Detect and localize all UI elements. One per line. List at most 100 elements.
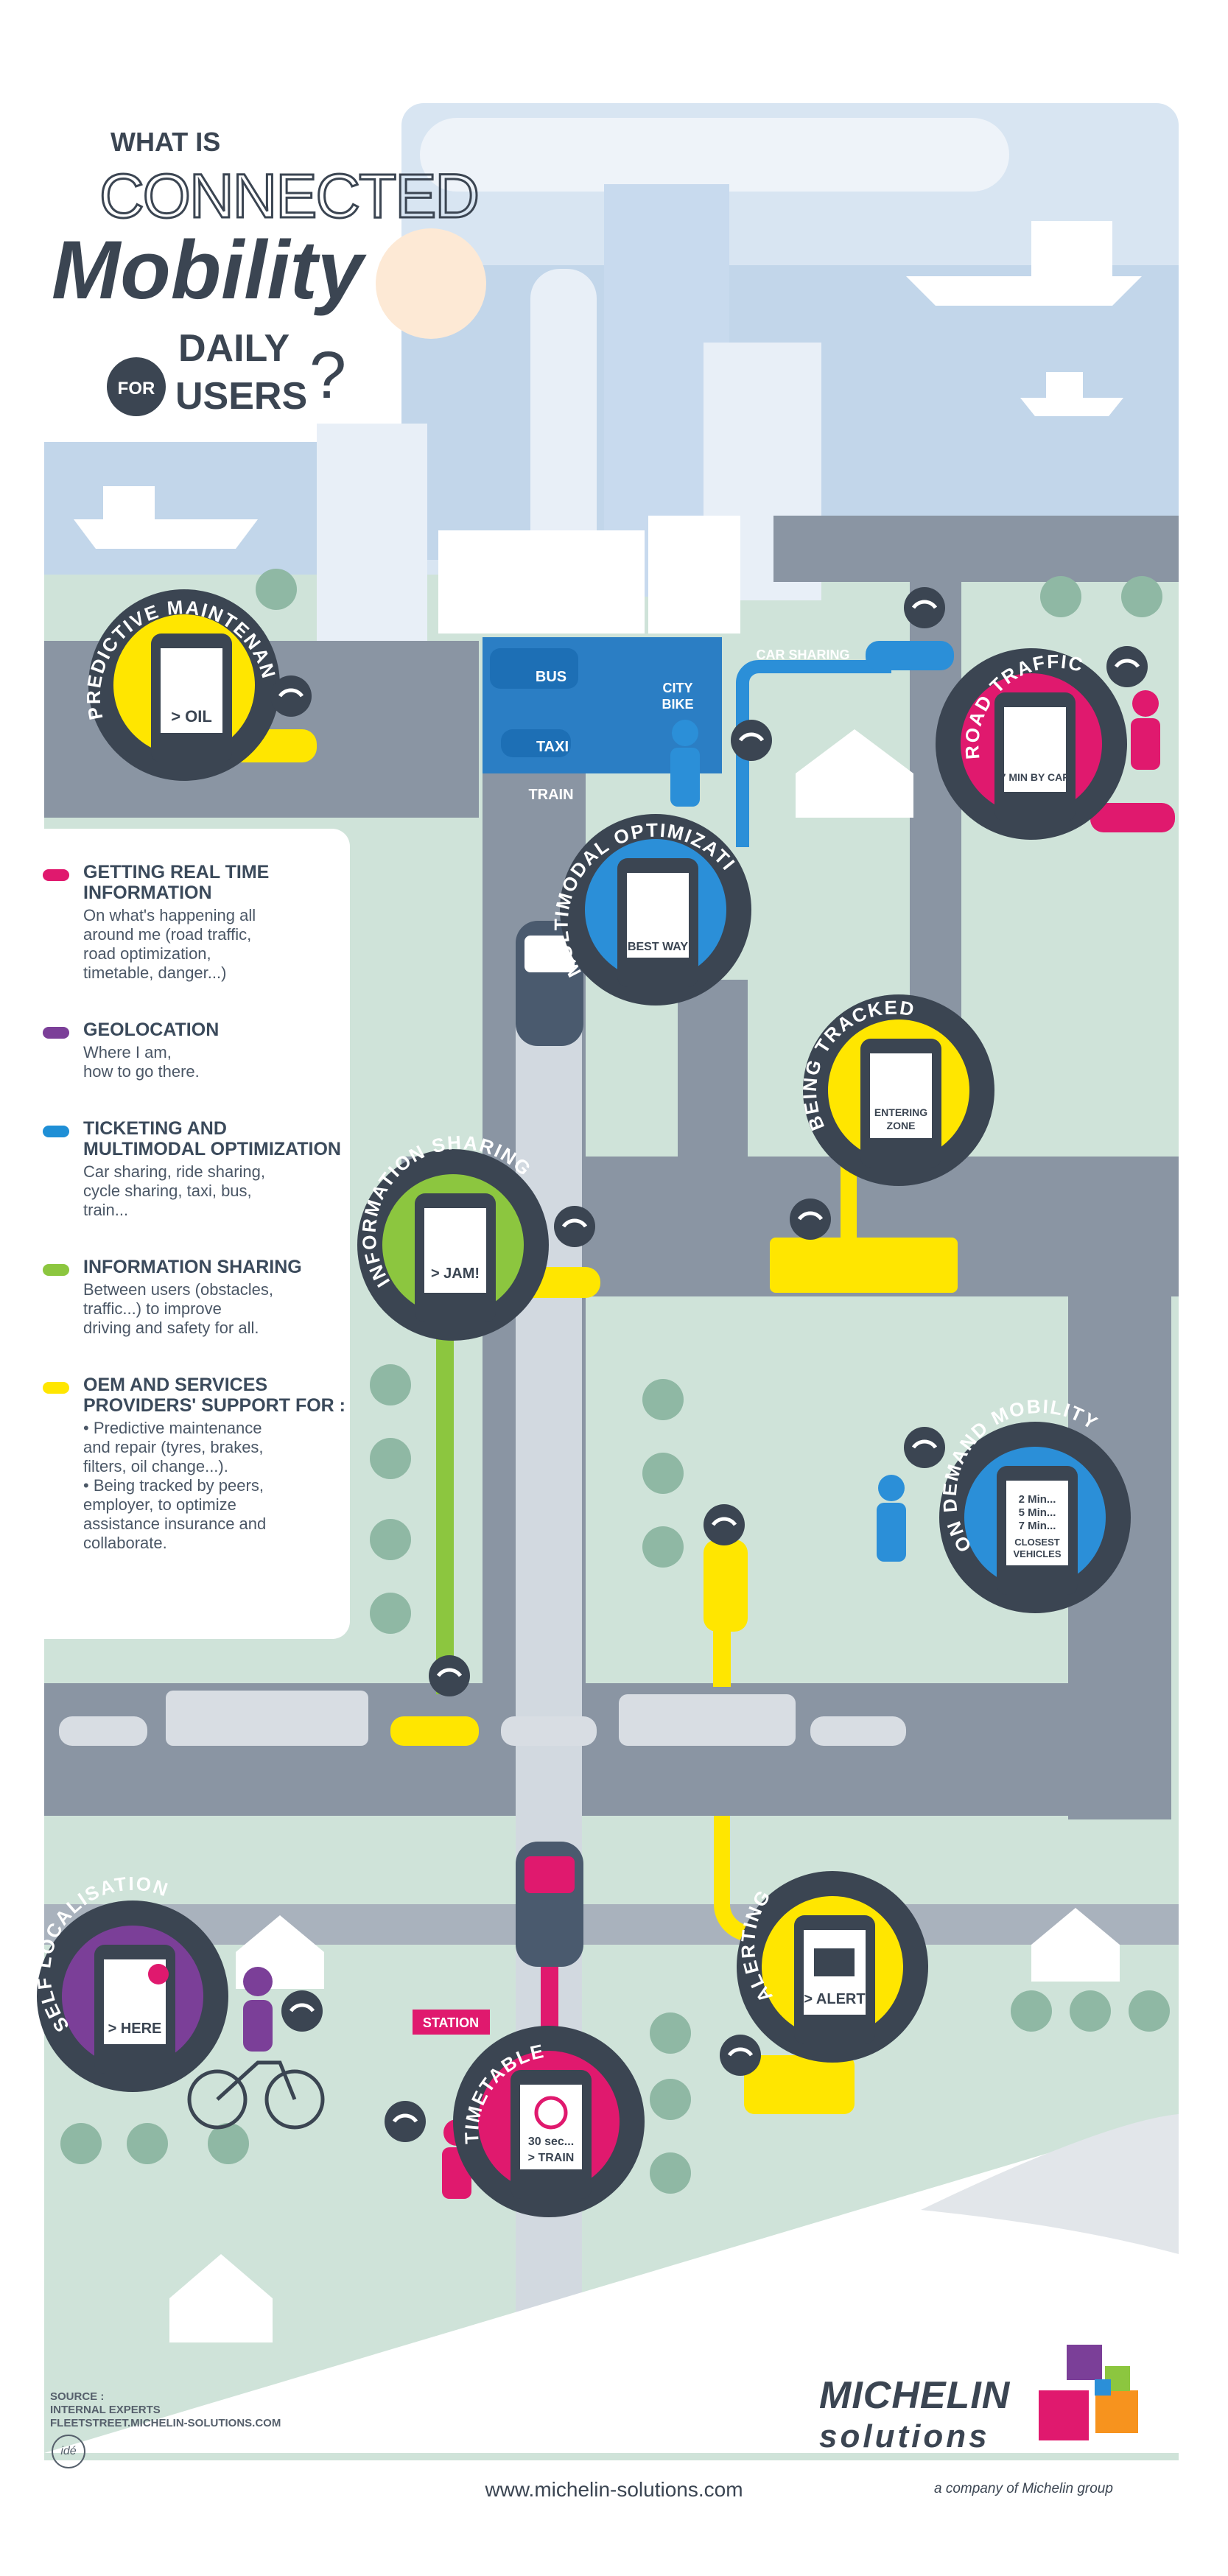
train-icon [516,921,583,1046]
on-demand-screen: VEHICLES [1013,1548,1061,1559]
legend-description-line: Where I am, [83,1043,172,1061]
predictive-maintenance-screen: > OIL [171,707,212,726]
car-icon [810,1716,906,1746]
source-note: SOURCE : INTERNAL EXPERTS FLEETSTREET.MI… [50,2390,281,2430]
website-url[interactable]: www.michelin-solutions.com [485,2478,743,2501]
road-traffic-screen: 7 MIN BY CAR [1000,771,1070,783]
title-question-mark: ? [309,339,346,413]
bus-label: BUS [536,669,566,685]
legend-color-swatch [43,869,69,881]
wifi-icon [270,675,312,717]
ide-logo: idé [52,2435,85,2468]
legend-description-line: driving and safety for all. [83,1319,259,1337]
train-icon [516,1842,583,1967]
legend-item: OEM AND SERVICES PROVIDERS' SUPPORT FOR … [43,1375,352,1553]
taxi-icon [501,729,571,757]
house-icon [1031,1908,1120,1982]
boat-icon [1020,372,1123,416]
on-demand-line: 5 Min... [1019,1506,1056,1519]
feature-self-localisation: SELF LOCALISATION > HERE [32,1873,228,2092]
car-icon [390,1716,479,1746]
car-icon [501,1716,597,1746]
page-curl [44,2114,1179,2453]
wifi-icon [1106,646,1148,687]
wifi-icon [281,1990,323,2032]
legend-description-line: timetable, danger...) [83,964,227,982]
wifi-icon [904,1427,945,1468]
source-label: SOURCE : [50,2390,105,2403]
legend-description-line: traffic...) to improve [83,1299,222,1318]
title-line-3: Mobility [52,224,367,316]
legend-color-swatch [43,1126,69,1137]
car-icon [866,641,954,670]
legend-description: Where I am,how to go there. [83,1043,352,1081]
car-sharing-route [736,660,891,847]
legend-title: TICKETING AND MULTIMODAL OPTIMIZATION [83,1118,341,1159]
legend-description-line: around me (road traffic, [83,925,252,944]
for-badge [107,357,166,416]
title-line-2: CONNECTED [99,161,478,231]
station-label: STATION [423,2015,479,2030]
legend-color-swatch [43,1382,69,1394]
source-url: FLEETSTREET.MICHELIN-SOLUTIONS.COM [50,2417,281,2429]
woman-road-traffic [1131,690,1160,770]
train-label: TRAIN [528,787,573,803]
alerting-screen: > ALERT [804,1991,865,2007]
tower [530,269,597,593]
map-pin-icon [148,1964,169,1984]
legend-description-line: how to go there. [83,1062,200,1081]
page-title: WHAT IS CONNECTED Mobility FOR DAILY USE… [52,127,481,418]
legend-description-line: collaborate. [83,1534,167,1552]
legend-description: Car sharing, ride sharing,cycle sharing,… [83,1162,352,1220]
trees [60,569,1170,2194]
legend-description-line: • Predictive maintenance [83,1419,262,1437]
legend-description-line: employer, to optimize [83,1495,236,1514]
cloud [420,118,1009,192]
legend-description-line: and repair (tyres, brakes, [83,1438,264,1456]
tower [317,424,427,645]
on-demand-line: 2 Min... [1019,1493,1056,1506]
legend-description-line: cycle sharing, taxi, bus, [83,1182,252,1200]
car-icon [59,1716,147,1746]
green-route [436,1282,454,1694]
multimodal-screen: BEST WAY [628,941,688,953]
boat-icon [906,221,1142,306]
feature-road-traffic: ROAD TRAFFIC 7 MIN BY CAR [936,648,1127,840]
sun [376,228,486,339]
brand-sub: solutions [819,2418,990,2454]
envelope-icon [814,1948,855,1976]
car-sharing-label: CAR SHARING [756,647,849,662]
on-demand-screen: CLOSEST [1014,1537,1059,1548]
wifi-icon [554,1206,595,1247]
truck-icon [166,1691,368,1746]
tractor-icon [744,2055,855,2114]
museum [438,530,645,634]
feature-timetable: TIMETABLE 30 sec... > TRAIN [453,2026,645,2217]
bus-icon [490,648,578,689]
brand-name: MICHELIN [819,2374,1011,2417]
title-line-4: DAILY [178,327,290,370]
legend-title: INFORMATION SHARING [83,1257,302,1277]
clock-icon [534,2096,568,2130]
man-with-phone [877,1475,906,1562]
being-tracked-screen: ENTERING [874,1106,927,1118]
house-icon [169,2254,273,2342]
page-curl-shadow [921,2114,1179,2254]
title-line-5: USERS [175,375,307,418]
legend-description-line: road optimization, [83,944,211,963]
bike-icon [187,2060,325,2130]
legend-title: OEM AND SERVICES PROVIDERS' SUPPORT FOR … [83,1375,345,1416]
legend-title: GETTING REAL TIME INFORMATION [83,862,270,903]
wifi-icon [790,1198,831,1240]
wifi-icon [904,587,945,628]
wifi-icon [731,720,772,761]
legend-description-line: • Being tracked by peers, [83,1476,264,1495]
man-with-phone [670,720,700,807]
